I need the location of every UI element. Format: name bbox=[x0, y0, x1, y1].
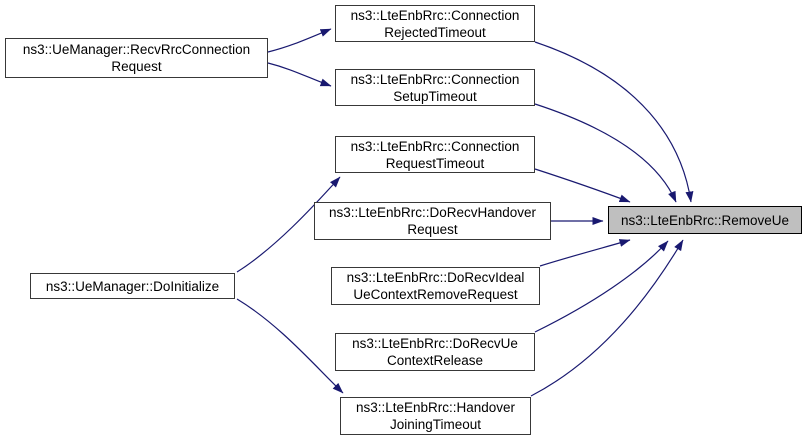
edge-conn_request-to-remove_ue bbox=[534, 168, 631, 203]
node-label-line: ns3::LteEnbRrc::Connection bbox=[350, 71, 520, 87]
graph-node-do_init[interactable]: ns3::UeManager::DoInitialize bbox=[30, 273, 235, 299]
node-label-line: ns3::LteEnbRrc::RemoveUe bbox=[620, 212, 790, 228]
node-label-line: ContextRelease bbox=[386, 353, 484, 368]
node-label-line: SetupTimeout bbox=[393, 88, 477, 104]
node-label-line: Request bbox=[111, 59, 162, 74]
edge-conn_rejected-to-remove_ue bbox=[534, 41, 694, 203]
graph-node-remove_ue: ns3::LteEnbRrc::RemoveUe bbox=[608, 206, 802, 234]
node-label-line: UeContextRemoveRequest bbox=[353, 287, 518, 302]
node-label-line: ns3::LteEnbRrc::Connection bbox=[350, 7, 520, 23]
edge-handover_joining-to-remove_ue bbox=[530, 239, 684, 397]
node-label-line: RejectedTimeout bbox=[384, 24, 486, 40]
node-label-line: ns3::LteEnbRrc::Connection bbox=[350, 138, 520, 154]
node-label-line: ns3::LteEnbRrc::DoRecvIdeal bbox=[346, 270, 525, 285]
edge-do_recv_ue-to-remove_ue bbox=[534, 240, 669, 333]
edge-conn_setup-to-remove_ue bbox=[534, 103, 677, 203]
node-label-line: Request bbox=[407, 222, 458, 237]
edge-recv_rrc-to-conn_setup bbox=[267, 62, 332, 87]
edge-do_init-to-conn_request bbox=[236, 176, 341, 273]
node-label-line: ns3::LteEnbRrc::Handover bbox=[355, 400, 516, 415]
node-label-line: RequestTimeout bbox=[385, 155, 485, 171]
node-label-line: ns3::LteEnbRrc::DoRecvUe bbox=[352, 336, 518, 351]
edge-recv_rrc-to-conn_rejected bbox=[267, 28, 332, 53]
node-label-line: ns3::LteEnbRrc::DoRecvHandover bbox=[328, 205, 537, 220]
node-label-line: ns3::UeManager::DoInitialize bbox=[45, 278, 220, 294]
node-label-line: JoiningTimeout bbox=[389, 417, 482, 432]
edge-do_init-to-handover_joining bbox=[236, 298, 344, 394]
edge-do_recv_ideal-to-remove_ue bbox=[539, 239, 631, 267]
node-label-line: ns3::UeManager::RecvRrcConnection bbox=[22, 42, 251, 57]
